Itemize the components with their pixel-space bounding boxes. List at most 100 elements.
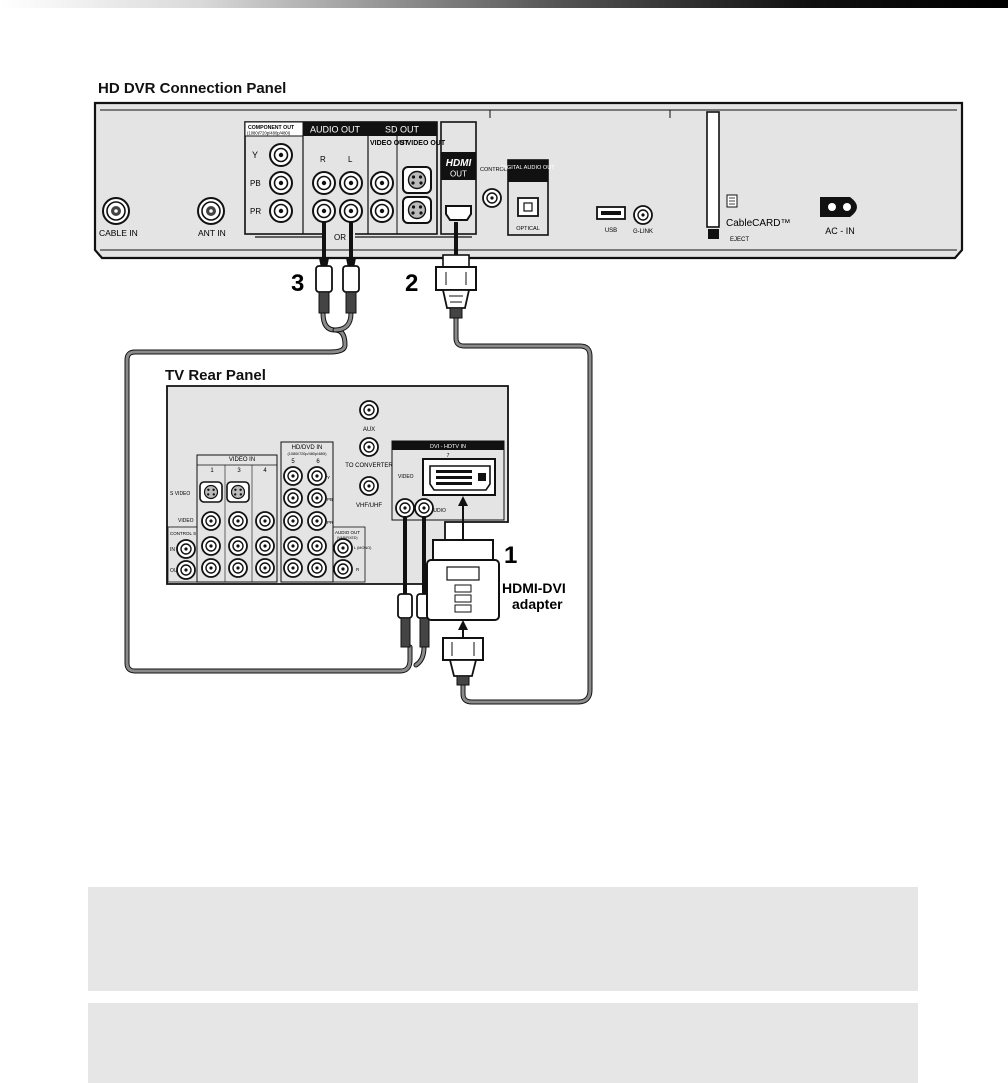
tv-panel-title: TV Rear Panel <box>165 367 266 384</box>
tv-control-s-out-jack[interactable] <box>176 560 196 580</box>
tv-video-1-jack[interactable] <box>201 511 221 531</box>
hdmi-out-port[interactable] <box>445 205 472 221</box>
audio-out-label: AUDIO OUT <box>310 125 361 135</box>
component-pr-label: PR <box>250 207 261 216</box>
tv-audio-l-1-jack[interactable] <box>201 536 221 556</box>
eject-button[interactable] <box>708 229 719 239</box>
tv-hd5-audio-r-jack[interactable] <box>283 558 303 578</box>
cable-in-jack[interactable] <box>102 197 130 225</box>
component-pb-jack[interactable] <box>269 171 293 195</box>
s-video-out-top-jack[interactable] <box>402 166 432 194</box>
tv-audio-out-l-jack[interactable] <box>333 538 353 558</box>
eject-label: EJECT <box>730 237 749 243</box>
control-s-in-jack[interactable] <box>482 188 502 208</box>
control-s-in-label: CONTROL S IN <box>480 167 519 173</box>
tv-s-video-1-jack[interactable] <box>199 481 223 503</box>
note-box-bottom <box>88 1003 918 1083</box>
audio-l-label: L <box>348 155 353 164</box>
tv-audio-r-3-jack[interactable] <box>228 558 248 578</box>
cablecard-icon <box>726 194 738 208</box>
vhf-uhf-jack[interactable] <box>359 476 379 496</box>
cables <box>124 310 593 705</box>
note-box-top <box>88 887 918 991</box>
optical-label: OPTICAL <box>516 226 540 232</box>
tv-audio-out-label: AUDIO OUT <box>335 530 360 535</box>
audio-l-top-jack[interactable] <box>339 171 363 195</box>
dvi-audio-l-jack[interactable] <box>395 498 415 518</box>
tv-hd6-audio-l-jack[interactable] <box>307 536 327 556</box>
tv-hd5-pr-jack[interactable] <box>283 511 303 531</box>
dvr-panel: CABLE IN ANT IN COMPONENT OUT (1080i/720… <box>93 101 964 260</box>
tv-l-mono-label: L (MONO) <box>354 546 372 550</box>
tv-input-5-label: 5 <box>291 459 295 465</box>
adapter-label-line1: HDMI-DVI <box>502 580 566 596</box>
tv-hd5-y-jack[interactable] <box>283 466 303 486</box>
digital-audio-out-label: DIGITAL AUDIO OUT <box>501 165 555 171</box>
dvi-input-port[interactable] <box>422 458 496 496</box>
component-pb-label: PB <box>250 179 261 188</box>
cablecard-label: CableCARD™ <box>726 218 790 229</box>
hdmi-logo: HDMI <box>446 158 472 169</box>
tv-audio-rca-plugs <box>397 516 432 648</box>
connection-diagram: CABLE IN ANT IN COMPONENT OUT (1080i/720… <box>93 101 964 705</box>
audio-r-jack[interactable] <box>312 199 336 223</box>
hdmi-out-label: OUT <box>450 170 467 179</box>
tv-video-4-jack[interactable] <box>255 511 275 531</box>
aux-jack[interactable] <box>359 400 379 420</box>
step-2-callout: 2 <box>405 270 418 297</box>
audio-rca-plugs <box>315 222 360 314</box>
component-y-label: Y <box>252 150 258 160</box>
tv-hd6-audio-r-jack[interactable] <box>307 558 327 578</box>
usb-label: USB <box>605 228 617 234</box>
component-y-jack[interactable] <box>269 143 293 167</box>
cable-in-label: CABLE IN <box>99 228 138 238</box>
dvi-hdtv-in-label: DVI - HDTV IN <box>430 444 466 450</box>
ant-in-jack[interactable] <box>197 197 225 225</box>
audio-r-label: R <box>320 155 326 164</box>
tv-input-6-label: 6 <box>316 459 320 465</box>
tv-audio-l-3-jack[interactable] <box>228 536 248 556</box>
step-1-callout: 1 <box>504 542 517 569</box>
dvi-audio-r-jack[interactable] <box>414 498 434 518</box>
tv-audio-r-1-jack[interactable] <box>201 558 221 578</box>
audio-r-top-jack[interactable] <box>312 171 336 195</box>
aux-label: AUX <box>363 427 375 433</box>
tv-audio-out-r-jack[interactable] <box>333 559 353 579</box>
tv-input-4-label: 4 <box>263 468 267 474</box>
cablecard-slot[interactable] <box>706 111 720 228</box>
tv-hd6-pb-jack[interactable] <box>307 488 327 508</box>
to-converter-jack[interactable] <box>359 437 379 457</box>
dvi-video-label: VIDEO <box>398 474 414 480</box>
tv-y-label: Y <box>327 475 330 480</box>
hd-dvd-in-label: HD/DVD IN <box>292 445 323 451</box>
tv-control-s-label: CONTROL S <box>170 531 196 536</box>
tv-s-video-3-jack[interactable] <box>226 481 250 503</box>
tv-video-label: VIDEO <box>178 518 194 524</box>
hdmi-plug <box>435 222 477 319</box>
tv-audio-l-4-jack[interactable] <box>255 536 275 556</box>
hdmi-dvi-adapter <box>426 496 500 638</box>
tv-s-video-label: S VIDEO <box>170 491 190 497</box>
tv-pb-label: PB <box>327 497 333 502</box>
tv-hd5-audio-l-jack[interactable] <box>283 536 303 556</box>
s-video-out-jack[interactable] <box>402 196 432 224</box>
tv-control-s-out-label: OUT <box>170 568 181 574</box>
component-pr-jack[interactable] <box>269 199 293 223</box>
tv-audio-r-4-jack[interactable] <box>255 558 275 578</box>
step-3-callout: 3 <box>291 270 304 297</box>
video-out-label: VIDEO OUT <box>370 140 409 147</box>
glink-jack[interactable] <box>633 205 653 225</box>
tv-r-label: R <box>356 567 360 572</box>
dvi-input-number: 7 <box>447 453 450 459</box>
tv-hd6-pr-jack[interactable] <box>307 511 327 531</box>
tv-hd6-y-jack[interactable] <box>307 466 327 486</box>
tv-control-s-in-jack[interactable] <box>176 539 196 559</box>
ac-in-port[interactable] <box>820 197 857 217</box>
ac-in-label: AC - IN <box>825 226 855 236</box>
video-out-top-jack[interactable] <box>370 171 394 195</box>
optical-port[interactable] <box>517 197 539 217</box>
tv-video-3-jack[interactable] <box>228 511 248 531</box>
video-out-jack[interactable] <box>370 199 394 223</box>
audio-l-jack[interactable] <box>339 199 363 223</box>
tv-hd5-pb-jack[interactable] <box>283 488 303 508</box>
